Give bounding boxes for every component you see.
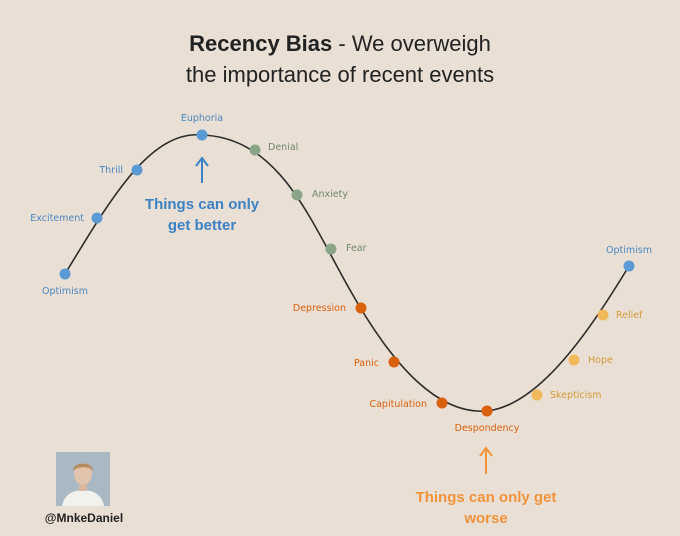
stage-label-skepticism: Skepticism: [550, 390, 602, 401]
stage-label-euphoria: Euphoria: [181, 113, 223, 124]
stage-node-relief: [597, 309, 609, 321]
arrow-up-head-icon: [479, 446, 493, 457]
stage-node-denial: [249, 144, 261, 156]
callout-top: Things can only get better: [145, 156, 260, 234]
stage-node-panic: [388, 356, 400, 368]
stage-node-hope: [568, 354, 580, 366]
stage-node-capitulation: [436, 397, 448, 409]
stage-node-skepticism: [531, 389, 543, 401]
stage-node-euphoria: [196, 129, 208, 141]
stage-node-anxiety: [291, 189, 303, 201]
title-line-2: the importance of recent events: [185, 62, 495, 87]
stage-labels: Optimism Excitement Thrill EuphoriaDenialAn…: [30, 113, 652, 434]
stage-node-optimism: [623, 260, 635, 272]
title-line-1: Recency Bias - We overweigh: [0, 28, 680, 59]
callout-top-line-2: get better: [168, 217, 237, 234]
stage-label-depression: Depression: [293, 303, 346, 314]
stage-node-despondency: [481, 405, 493, 417]
avatar: [56, 452, 110, 506]
stage-label-denial: Denial: [268, 142, 298, 153]
callout-top-line-1: Things can only: [145, 196, 260, 213]
stage-label-panic: Panic: [354, 358, 379, 369]
stage-label-optimism: Optimism: [606, 245, 652, 256]
stage-label-optimism: Optimism: [42, 286, 88, 297]
page-title: Recency Bias - We overweigh the importan…: [0, 28, 680, 90]
stage-label-excitement: Excitement: [30, 213, 84, 224]
avatar-portrait-icon: [56, 452, 110, 506]
stage-label-hope: Hope: [588, 355, 613, 366]
stage-nodes: [59, 129, 635, 417]
stage-label-thrill: Thrill: [98, 165, 123, 176]
title-rest: - We overweigh: [332, 31, 491, 56]
stage-label-anxiety: Anxiety: [312, 189, 348, 200]
stage-node-excitement: [91, 212, 103, 224]
arrow-up-head-icon: [195, 156, 209, 167]
cycle-curve: [64, 134, 630, 412]
stage-node-depression: [355, 302, 367, 314]
stage-node-fear: [325, 243, 337, 255]
callout-bottom-line-1: Things can only get: [416, 489, 557, 506]
stage-node-thrill: [131, 164, 143, 176]
callout-bottom: Things can only get worse: [416, 446, 557, 527]
stage-label-relief: Relief: [616, 310, 643, 321]
author-handle: @MnkeDaniel: [44, 511, 124, 525]
stage-label-capitulation: Capitulation: [369, 399, 427, 410]
stage-node-optimism: [59, 268, 71, 280]
title-bold: Recency Bias: [189, 31, 333, 56]
stage-label-fear: Fear: [346, 243, 367, 254]
stage-label-despondency: Despondency: [455, 423, 520, 434]
callout-bottom-line-2: worse: [463, 510, 507, 527]
